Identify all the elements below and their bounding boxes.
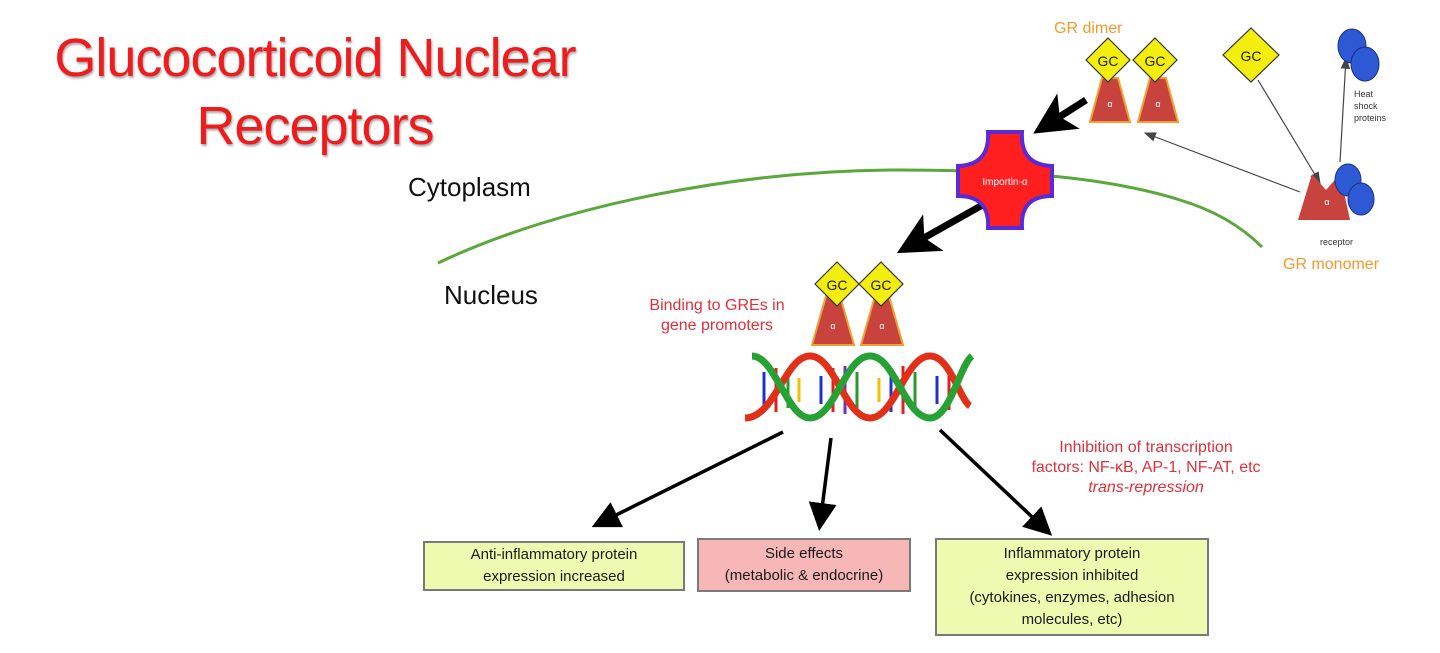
heat-shock-line-3: proteins xyxy=(1354,113,1387,123)
title-line-1: Glucocorticoid Nuclear xyxy=(54,28,576,88)
membrane-line xyxy=(437,168,1264,265)
dna-strand-red xyxy=(744,352,973,422)
receptor-alpha-shape xyxy=(1088,77,1132,123)
gc-label: GC xyxy=(1098,53,1119,69)
arrow-to-side-effects xyxy=(808,437,837,531)
gc-diamond xyxy=(1222,27,1280,83)
hsp-circle xyxy=(1347,182,1375,216)
outcome-box-side-effects: Side effects (metabolic & endocrine) xyxy=(697,538,911,592)
heat-shock-line-1: Heat xyxy=(1354,89,1374,99)
arrow-gc-to-monomer xyxy=(1257,79,1321,185)
outcome-line: (cytokines, enzymes, adhesion xyxy=(969,589,1175,606)
gc-diamond xyxy=(1085,37,1131,83)
alpha-label: α xyxy=(830,321,835,331)
outcome-line: Anti-inflammatory protein xyxy=(470,546,638,563)
hsp-circle xyxy=(1350,46,1380,82)
heat-shock-label: Heat shock proteins xyxy=(1354,88,1386,124)
arrow-to-inflammatory-inhibited xyxy=(938,428,1053,536)
arrow-dimer-to-importin xyxy=(1033,93,1088,134)
page-title: Glucocorticoid Nuclear Receptors xyxy=(20,24,610,160)
gr-dimer-cytoplasm: GC GC α α xyxy=(1085,37,1180,123)
inhibition-line-3: trans-repression xyxy=(1088,479,1204,496)
gc-label: GC xyxy=(1241,48,1262,64)
binding-line-2: gene promoters xyxy=(660,317,774,334)
outcome-line: Inflammatory protein xyxy=(1003,545,1141,562)
inhibition-annotation: Inhibition of transcription factors: NF-… xyxy=(1002,438,1290,498)
gr-monomer: α xyxy=(1298,163,1375,220)
alpha-label: α xyxy=(1155,99,1160,109)
outcome-box-inflammatory-inhibited: Inflammatory protein expression inhibite… xyxy=(935,538,1209,636)
gc-diamond xyxy=(858,261,904,307)
gc-diamond xyxy=(814,261,860,307)
title-line-2: Receptors xyxy=(196,96,434,156)
outcome-line: Side effects xyxy=(764,545,844,562)
heat-shock-line-2: shock xyxy=(1354,101,1378,111)
gr-monomer-label: GR monomer xyxy=(1283,256,1380,273)
binding-line-1: Binding to GREs in xyxy=(649,297,785,314)
gr-dimer-nucleus: GC GC α α xyxy=(810,261,905,346)
gc-label: GC xyxy=(827,277,848,293)
arrow-hsp-release xyxy=(1339,56,1351,163)
heat-shock-proteins-free xyxy=(1337,28,1380,82)
importin-alpha: Importin-α xyxy=(956,130,1054,230)
outcome-box-anti-inflammatory: Anti-inflammatory protein expression inc… xyxy=(423,541,685,591)
nucleus-label: Nucleus xyxy=(444,280,538,310)
arrow-monomer-to-dimer xyxy=(1143,132,1301,193)
outcome-line: molecules, etc) xyxy=(1021,611,1123,628)
binding-annotation: Binding to GREs in gene promoters xyxy=(624,296,810,336)
alpha-label: α xyxy=(879,321,884,331)
receptor-alpha-shape xyxy=(1136,77,1180,123)
importin-label: Importin-α xyxy=(982,177,1027,188)
arrow-importin-to-nucleus xyxy=(896,199,988,254)
gr-dimer-label: GR dimer xyxy=(1054,20,1123,37)
alpha-label: α xyxy=(1107,99,1112,109)
free-gc: GC xyxy=(1222,27,1280,83)
gc-label: GC xyxy=(871,277,892,293)
alpha-label: α xyxy=(1324,197,1329,207)
inhibition-line-1: Inhibition of transcription xyxy=(1059,439,1233,456)
outcome-line: expression increased xyxy=(483,568,625,585)
gc-label: GC xyxy=(1145,53,1166,69)
arrow-to-anti-inflammatory xyxy=(591,430,784,528)
outcome-line: expression inhibited xyxy=(1005,567,1139,584)
inhibition-line-2: factors: NF-κB, AP-1, NF-AT, etc xyxy=(1031,459,1261,476)
outcome-line: (metabolic & endocrine) xyxy=(724,567,884,584)
cytoplasm-label: Cytoplasm xyxy=(408,172,531,202)
gc-diamond xyxy=(1132,37,1178,83)
receptor-label: receptor xyxy=(1320,237,1354,247)
dna-strand-green xyxy=(751,352,975,422)
dna-helix xyxy=(744,352,975,422)
